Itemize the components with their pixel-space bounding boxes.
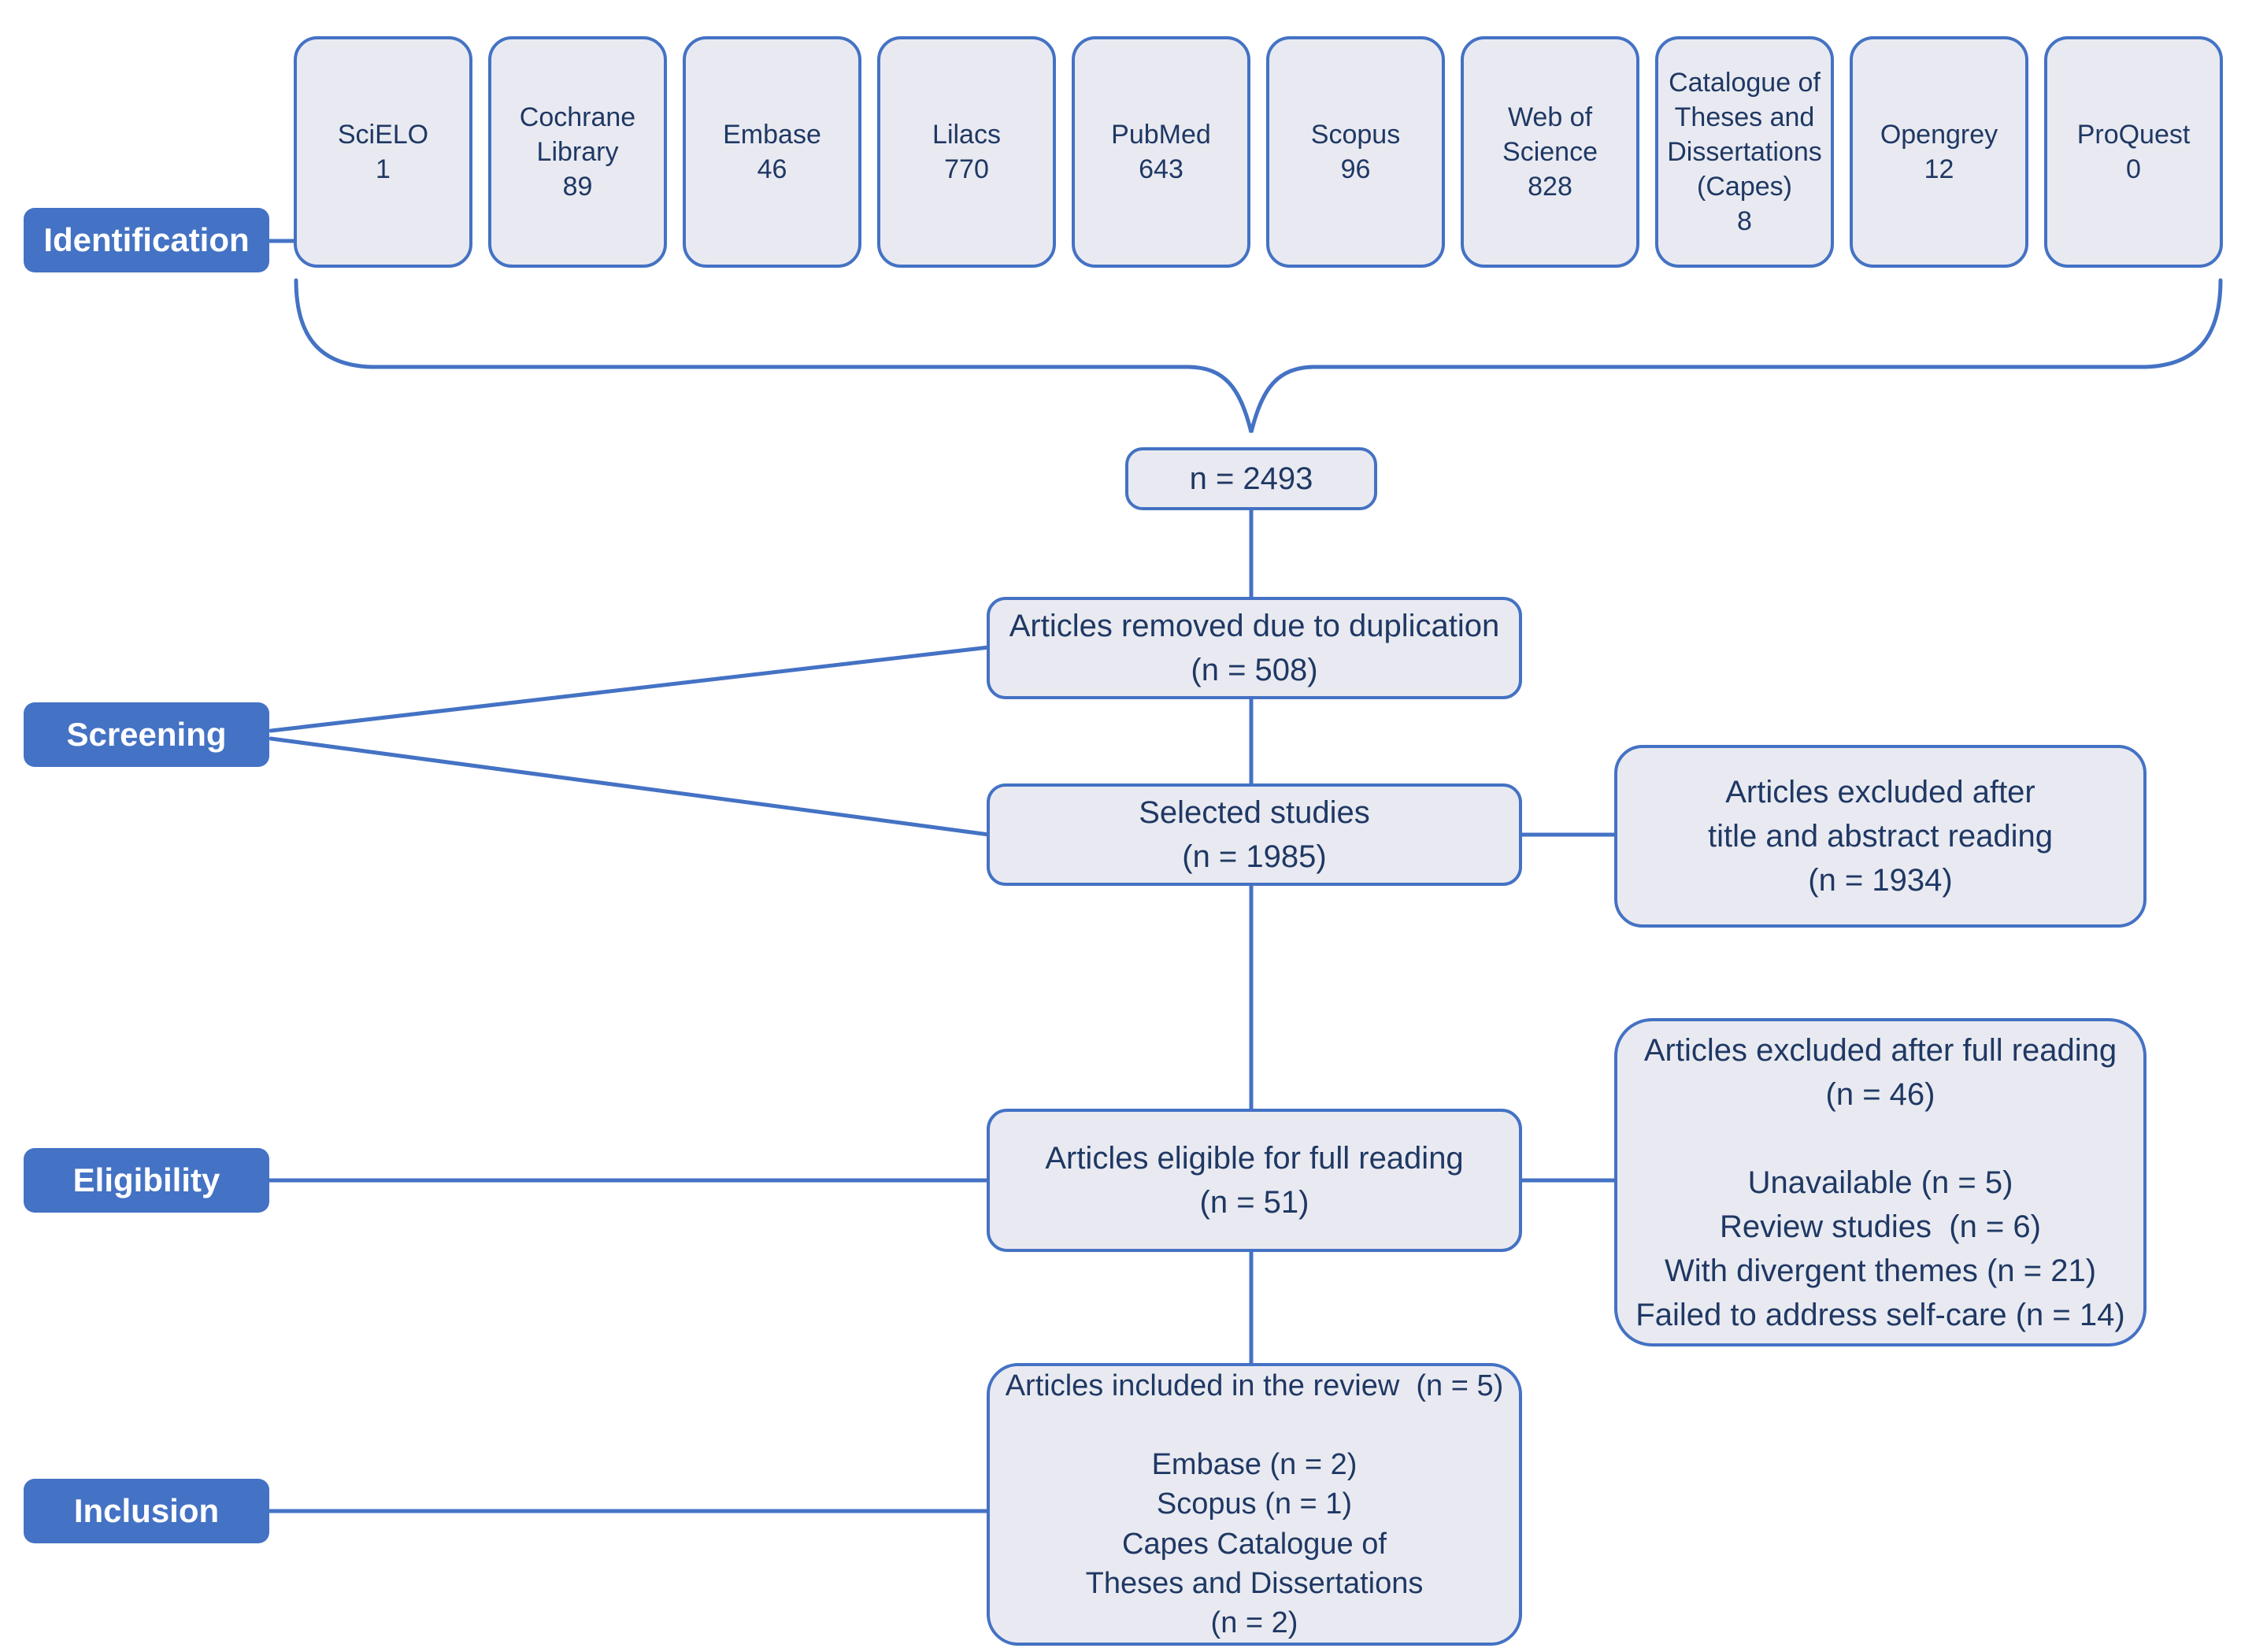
stage-label-identification: Identification: [24, 208, 269, 272]
database-count: 0: [2126, 154, 2141, 184]
database-count: 1: [376, 154, 391, 184]
database-label: Embase 46: [723, 117, 821, 187]
stage-label-text: Screening: [66, 716, 227, 753]
stage-label-inclusion: Inclusion: [24, 1479, 269, 1543]
selected-studies-box: Selected studies (n = 1985): [987, 783, 1522, 886]
database-count: 12: [1924, 154, 1954, 184]
database-name: Embase: [723, 119, 821, 150]
database-count: 8: [1737, 206, 1752, 237]
database-name: Lilacs: [932, 119, 1001, 150]
database-count: 46: [757, 154, 787, 184]
database-label: Web of Science 828: [1469, 100, 1632, 205]
database-name: SciELO: [337, 119, 429, 150]
database-name: Web of Science: [1502, 102, 1598, 167]
database-box-lilacs: Lilacs 770: [877, 36, 1056, 268]
database-label: Cochrane Library 89: [496, 100, 659, 205]
duplicates-removed-box: Articles removed due to duplication (n =…: [987, 597, 1522, 699]
database-box-web-of-science: Web of Science 828: [1461, 36, 1639, 268]
stage-label-text: Eligibility: [72, 1161, 220, 1198]
database-name: Catalogue of Theses and Dissertations (C…: [1667, 67, 1822, 202]
excluded-full-reading-box: Articles excluded after full reading (n …: [1614, 1018, 2147, 1346]
eligible-full-reading-box: Articles eligible for full reading (n = …: [987, 1109, 1522, 1252]
database-label: SciELO 1: [338, 117, 428, 187]
database-box-proquest: ProQuest 0: [2044, 36, 2223, 268]
database-count: 828: [1528, 172, 1572, 202]
database-box-opengrey: Opengrey 12: [1850, 36, 2028, 268]
database-label: PubMed 643: [1111, 117, 1211, 187]
total-records-box: n = 2493: [1125, 447, 1377, 510]
excluded-title-abstract-box: Articles excluded after title and abstra…: [1614, 745, 2147, 928]
stage-label-screening: Screening: [24, 702, 269, 767]
stage-label-text: Identification: [43, 221, 250, 258]
database-label: Lilacs 770: [932, 117, 1001, 187]
database-count: 770: [944, 154, 989, 184]
database-count: 96: [1340, 154, 1371, 184]
connector-screening-upper: [269, 645, 991, 733]
database-name: Scopus: [1310, 119, 1401, 150]
database-name: PubMed: [1111, 119, 1211, 150]
database-name: Opengrey: [1880, 119, 1998, 150]
database-label: Scopus 96: [1311, 117, 1400, 187]
database-box-scopus: Scopus 96: [1266, 36, 1445, 268]
included-in-review-box: Articles included in the review (n = 5) …: [987, 1363, 1522, 1646]
database-row: SciELO 1 Cochrane Library 89 Embase 46 L…: [294, 36, 2223, 268]
curly-brace: [294, 278, 2223, 433]
database-name: ProQuest: [2076, 119, 2191, 150]
database-name: Cochrane Library: [519, 102, 636, 167]
database-count: 89: [562, 172, 593, 202]
database-box-embase: Embase 46: [683, 36, 861, 268]
database-label: Catalogue of Theses and Dissertations (C…: [1663, 65, 1826, 239]
stage-label-text: Inclusion: [73, 1492, 220, 1529]
database-box-scielo: SciELO 1: [294, 36, 472, 268]
database-label: Opengrey 12: [1880, 117, 1998, 187]
database-count: 643: [1139, 154, 1183, 184]
connector-screening-lower: [269, 736, 991, 837]
database-box-cochrane-library: Cochrane Library 89: [488, 36, 667, 268]
database-box-pubmed: PubMed 643: [1072, 36, 1250, 268]
database-label: ProQuest 0: [2077, 117, 2191, 187]
database-box-capes-catalogue: Catalogue of Theses and Dissertations (C…: [1655, 36, 1834, 268]
stage-label-eligibility: Eligibility: [24, 1148, 269, 1213]
